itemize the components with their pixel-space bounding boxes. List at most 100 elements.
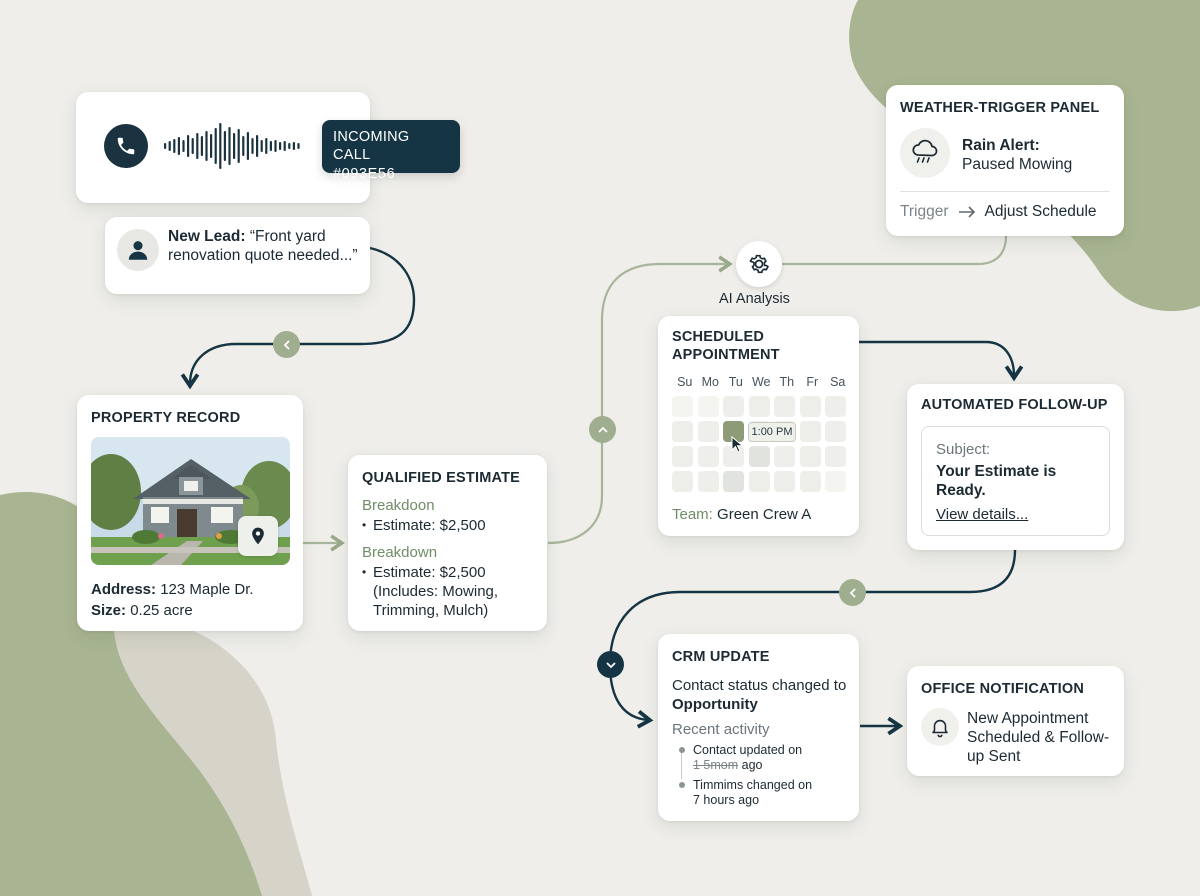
calendar-cell[interactable] [799,471,821,492]
waveform-bar [233,133,236,159]
new-lead-card[interactable]: New Lead: “Front yard renovation quote n… [105,217,370,294]
phone-icon[interactable] [104,124,148,168]
scheduled-appointment-card[interactable]: SCHEDULED APPOINTMENT Su Mo Tu We Th Fr … [658,316,859,536]
calendar-cell[interactable] [774,446,795,467]
view-details-link[interactable]: View details... [936,506,1029,523]
waveform-bar [168,141,171,151]
property-details: Address: 123 Maple Dr. Size: 0.25 acre [91,579,254,621]
estimate-item: Estimate: $2,500 (Includes: Mowing, Trim… [362,563,542,620]
connector-ai-to-weather [782,235,1008,266]
weekday-label: Th [779,375,795,389]
qualified-estimate-card[interactable]: QUALIFIED ESTIMATE Breakdoon Estimate: $… [348,455,547,631]
bell-icon [921,708,959,746]
user-icon [117,229,159,271]
ai-analysis-label: AI Analysis [719,291,790,307]
calendar-cell[interactable] [672,471,693,492]
weekday-label: Sa [830,375,846,389]
weekday-label: Fr [806,375,819,389]
connector-lead-to-property [180,246,416,390]
recent-activity-title: Recent activity [672,721,770,738]
ai-analysis-node[interactable] [736,241,782,287]
waveform-bar [187,135,190,157]
calendar-weekdays: Su Mo Tu We Th Fr Sa [672,375,851,389]
office-notification-card[interactable]: OFFICE NOTIFICATION New Appointment Sche… [907,666,1124,776]
automated-followup-card[interactable]: AUTOMATED FOLLOW-UP Subject: Your Estima… [907,384,1124,550]
calendar-cell-selected[interactable] [723,421,744,442]
calendar-cell[interactable] [825,446,846,467]
collapse-node-followup[interactable] [839,579,866,606]
property-photo [91,437,290,565]
collapse-node-lead[interactable] [273,331,300,358]
calendar-cell[interactable] [672,446,693,467]
incoming-call-id: #093E56 [333,166,396,182]
estimate-section-label: Breakdown [362,544,438,561]
calendar-cell[interactable] [825,396,846,417]
estimate-item: Estimate: $2,500 [362,516,542,535]
calendar-cell[interactable] [774,396,795,417]
rain-alert-title: Rain Alert: [962,137,1040,154]
crm-status: Contact status changed to Opportunity [672,677,847,713]
crm-title: CRM UPDATE [672,649,770,665]
connector-estimate-to-ai [547,255,733,545]
calendar-cell[interactable] [799,421,821,442]
arrow-right-icon [958,206,976,218]
trigger-row[interactable]: Trigger Adjust Schedule [900,203,1097,221]
calendar-cell[interactable] [748,446,770,467]
weather-trigger-panel[interactable]: WEATHER-TRIGGER PANEL Rain Alert: Paused… [886,85,1124,236]
calendar-grid [672,396,846,492]
property-record-card[interactable]: PROPERTY RECORD Add [77,395,303,631]
calendar-cell[interactable] [697,396,719,417]
activity-timeline-line [681,751,682,779]
waveform-bar [196,133,199,159]
calendar-cell[interactable] [697,421,719,442]
waveform-bar [260,140,263,152]
waveform-bar [223,131,226,161]
calendar-cell[interactable] [825,421,846,442]
property-address: Address: 123 Maple Dr. [91,581,254,598]
waveform-bar [292,142,295,150]
property-size: Size: 0.25 acre [91,602,193,619]
activity-item: Contact updated on 1 5mom ago [679,743,854,773]
calendar-cell[interactable] [774,471,795,492]
divider [900,191,1110,192]
rain-alert: Rain Alert: Paused Mowing [962,136,1072,174]
incoming-call-card[interactable] [76,92,370,203]
waveform-bar [164,143,167,149]
weather-title: WEATHER-TRIGGER PANEL [900,100,1100,116]
calendar-cell[interactable] [799,446,821,467]
incoming-call-label: INCOMING CALL [333,129,410,163]
chevron-left-icon [283,339,290,350]
calendar-cell[interactable] [825,471,846,492]
notification-title: OFFICE NOTIFICATION [921,681,1085,697]
calendar-cell[interactable] [723,396,744,417]
crm-update-card[interactable]: CRM UPDATE Contact status changed to Opp… [658,634,859,821]
waveform-bar [177,137,180,155]
waveform-bar [246,132,249,160]
calendar-cell[interactable] [672,396,693,417]
waveform-bar [228,127,231,165]
expand-node-crm[interactable] [597,651,624,678]
gear-icon [749,254,769,274]
map-pin-icon[interactable] [238,516,278,556]
time-slot-tooltip: 1:00 PM [748,422,796,442]
waveform-bar [242,136,245,156]
waveform-bar [237,129,240,163]
expand-node-estimate[interactable] [589,416,616,443]
calendar-cell[interactable] [672,421,693,442]
calendar-cell[interactable] [748,471,770,492]
waveform-bar [210,134,213,158]
followup-title: AUTOMATED FOLLOW-UP [921,397,1108,413]
estimate-title: QUALIFIED ESTIMATE [362,470,520,486]
calendar-cell[interactable] [697,471,719,492]
incoming-call-badge: INCOMING CALL #093E56 [322,120,460,182]
calendar-cell[interactable] [723,471,744,492]
mouse-cursor-icon [731,436,744,453]
connector-followup-to-crm [608,549,1017,729]
calendar-cell[interactable] [799,396,821,417]
waveform-bar [200,136,203,156]
calendar-cell[interactable] [697,446,719,467]
waveform-bar [269,141,272,151]
calendar-cell[interactable] [748,396,770,417]
waveform-bar [274,140,277,152]
